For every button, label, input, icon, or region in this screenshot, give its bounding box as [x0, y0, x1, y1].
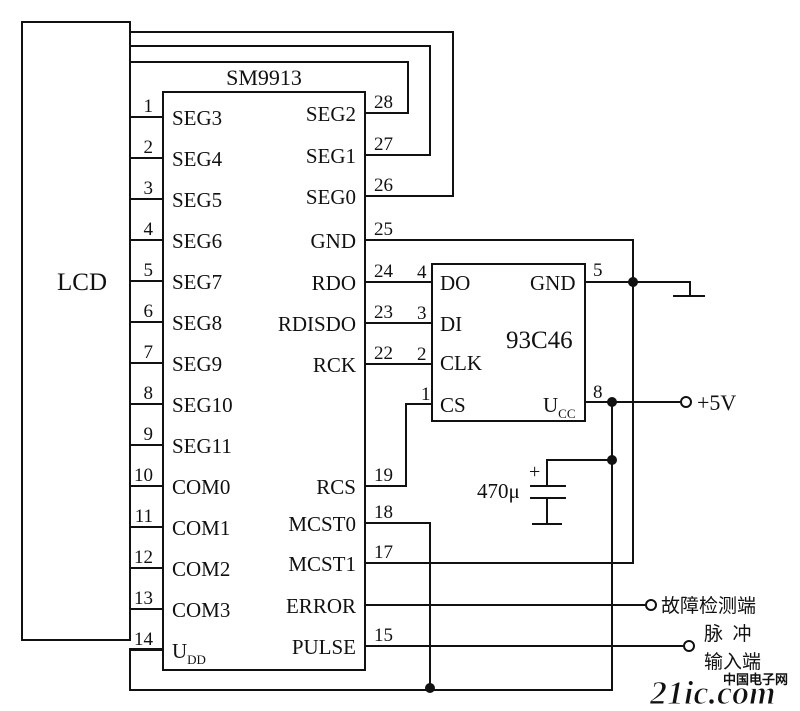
sm9913-pin-number: 7: [144, 342, 154, 363]
sm9913-pin-number: 9: [144, 424, 154, 445]
cap-plus: +: [529, 461, 540, 483]
sm9913-pin-label: UDD: [172, 639, 206, 667]
sm9913-pin-number: 23: [374, 302, 393, 323]
sm9913-pin-label: SEG10: [172, 393, 233, 417]
sm9913-pin-label: MCST1: [288, 552, 356, 576]
sm9913-pin-label: SEG8: [172, 311, 222, 335]
error-terminal: [645, 599, 657, 611]
vcc-terminal: [680, 396, 692, 408]
93c46-chip: [431, 263, 586, 422]
sm9913-pin-label: SEG1: [306, 144, 356, 168]
sm9913-pin-label: SEG2: [306, 102, 356, 126]
sm9913-pin-number: 1: [144, 96, 154, 117]
93c46-pin-clk-label: CLK: [440, 351, 482, 375]
sm9913-chip: [162, 91, 366, 671]
watermark-cn: 中国电子网: [723, 672, 788, 687]
vcc-drop-wire: [129, 402, 613, 691]
sm9913-pin-number: 2: [144, 137, 154, 158]
sm9913-pin-label: COM0: [172, 475, 230, 499]
sm9913-pin-number: 25: [374, 219, 393, 240]
93c46-pin-do-label: DO: [440, 271, 470, 295]
pulse-terminal: [683, 640, 695, 652]
sm9913-pin-number: 28: [374, 92, 393, 113]
mcst0-junction: [425, 683, 435, 693]
sm9913-pin-number: 11: [135, 506, 153, 527]
gnd-93c46-wire: [585, 281, 691, 296]
mcst0-wire: [365, 522, 431, 688]
sm9913-pin-number: 3: [144, 178, 154, 199]
sm9913-pin-number: 22: [374, 343, 393, 364]
93c46-pin-num-1: 1: [421, 384, 431, 405]
cap-top-wire: [546, 459, 612, 486]
cap-label: 470μ: [477, 479, 520, 503]
sm9913-pin-number: 8: [144, 383, 154, 404]
sm9913-pin-label: COM3: [172, 598, 230, 622]
sm9913-pin-label: RDISDO: [278, 312, 356, 336]
93c46-pin-gnd-label: GND: [530, 271, 576, 295]
sm9913-pin-label: GND: [311, 229, 357, 253]
93c46-pin-num-4: 4: [417, 262, 427, 283]
sm9913-pin-number: 5: [144, 260, 154, 281]
sm9913-pin-label: RCS: [316, 475, 356, 499]
93c46-pin-num-5: 5: [593, 260, 603, 281]
seg0-bus-wire: [130, 31, 454, 197]
lcd-block: [21, 21, 131, 641]
seg1-bus-wire: [130, 45, 431, 156]
sm9913-pin-label: COM1: [172, 516, 230, 540]
93c46-pin-ucc-label: UCC: [543, 393, 576, 421]
sm9913-pin-number: 12: [134, 547, 153, 568]
watermark-logo: 21ic.com 中国电子网: [649, 672, 789, 711]
sm9913-name: SM9913: [226, 65, 302, 90]
sm9913-pin-number: 4: [144, 219, 154, 240]
sm9913-pin-label: RDO: [312, 271, 356, 295]
sm9913-pin-label: SEG7: [172, 270, 222, 294]
sm9913-pin-label: SEG11: [172, 434, 232, 458]
sm9913-pin-number: 6: [144, 301, 154, 322]
seg2-bus-wire: [130, 61, 409, 114]
93c46-pin-num-3: 3: [417, 303, 427, 324]
sm9913-pin-label: COM2: [172, 557, 230, 581]
sm9913-pin-number: 26: [374, 175, 393, 196]
sm9913-pin-label: ERROR: [286, 594, 356, 618]
sm9913-pin-label: SEG3: [172, 106, 222, 130]
rcs-cs-wire: [365, 403, 432, 487]
fault-terminal-label: 故障检测端: [661, 595, 756, 617]
sm9913-pin-number: 14: [134, 629, 154, 650]
sm9913-pin-label: SEG9: [172, 352, 222, 376]
sm9913-pin-label: RCK: [313, 353, 356, 377]
pulse-terminal-label-2: 输入端: [704, 651, 761, 673]
sm9913-pin-label: MCST0: [288, 512, 356, 536]
93c46-name: 93C46: [506, 327, 573, 354]
pulse-terminal-label-1: 脉 冲: [704, 623, 752, 645]
vcc-label: +5V: [697, 390, 736, 415]
sm9913-pin-number: 18: [374, 502, 393, 523]
sm9913-pin-number: 24: [374, 261, 394, 282]
sm9913-pin-number: 19: [374, 465, 393, 486]
93c46-pin-num-8: 8: [593, 382, 603, 403]
sm9913-pin-number: 15: [374, 625, 393, 646]
lcd-label: LCD: [57, 269, 107, 296]
sm9913-pin-number: 17: [374, 542, 393, 563]
93c46-pin-di-label: DI: [440, 312, 462, 336]
sm9913-pin-label: SEG5: [172, 188, 222, 212]
gnd-junction: [628, 277, 638, 287]
sm9913-pin-label: SEG4: [172, 147, 223, 171]
sm9913-pin-number: 27: [374, 134, 393, 155]
93c46-pin-cs-label: CS: [440, 393, 466, 417]
sm9913-pin-label: SEG0: [306, 185, 356, 209]
sm9913-pin-label: SEG6: [172, 229, 222, 253]
sm9913-pin-number: 13: [134, 588, 153, 609]
watermark-brand: 21ic.com: [649, 675, 776, 711]
93c46-pin-num-2: 2: [417, 344, 427, 365]
sm9913-pin-label: PULSE: [292, 635, 356, 659]
sm9913-pin-number: 10: [134, 465, 153, 486]
